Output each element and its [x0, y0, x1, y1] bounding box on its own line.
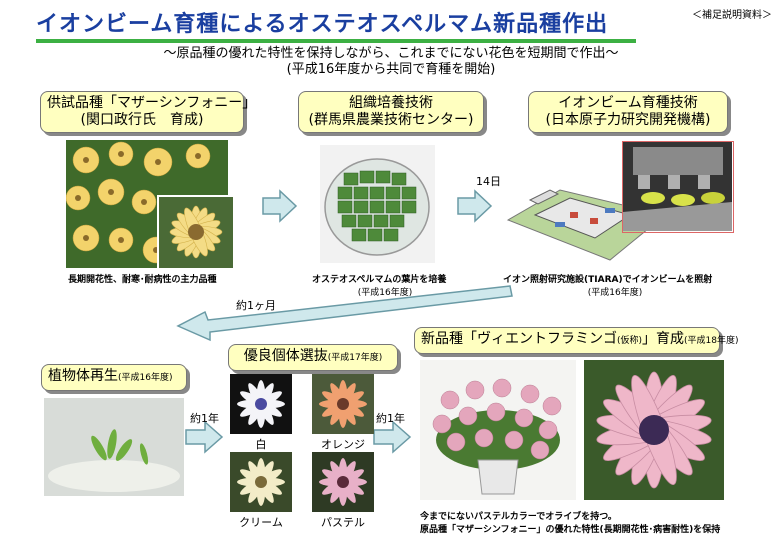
- orange-flower-photo: [312, 374, 374, 434]
- new-variety-caption-2: 原品種「マザーシンフォニー」の優れた特性(長期開花性･病害耐性)を保持: [420, 525, 721, 535]
- days-label: 14日: [476, 175, 501, 188]
- arrow-trial-to-culture: [457, 189, 493, 223]
- white-flower-photo: [230, 374, 292, 434]
- ion-beam-box: イオンビーム育種技術 (日本原子力研究開発機構): [528, 91, 728, 133]
- cream-label: クリーム: [239, 516, 283, 529]
- orange-label: オレンジ: [321, 438, 365, 451]
- trial-variety-closeup-photo: [157, 195, 235, 270]
- regeneration-photo: [44, 398, 184, 496]
- arrow-month: [176, 285, 513, 342]
- subtitle-line-1: ～原品種の優れた特性を保持しながら、これまでにない花色を短期間で作出～: [163, 46, 619, 61]
- arrow-year-2: [373, 420, 412, 454]
- trial-variety-line2: (関口政行氏 育成): [80, 112, 204, 128]
- ion-beam-year: (平成16年度): [587, 288, 643, 298]
- tissue-culture-line2: (群馬県農業技術センター): [308, 112, 474, 128]
- arrow-year-1: [185, 420, 224, 454]
- new-variety-label-end: 」育成: [642, 331, 685, 347]
- ion-beam-line1: イオンビーム育種技術: [558, 95, 698, 111]
- tissue-culture-line1: 組織培養技術: [349, 95, 433, 111]
- year-label-2: 約1年: [376, 412, 405, 425]
- regeneration-year: (平成16年度): [118, 373, 173, 383]
- regeneration-box: 植物体再生(平成16年度): [41, 364, 187, 391]
- trial-variety-box: 供試品種「マザーシンフォニー」 (関口政行氏 育成): [40, 91, 257, 133]
- trial-variety-caption: 長期開花性、耐寒･耐病性の主力品種: [68, 275, 217, 285]
- selection-label: 優良個体選抜: [243, 348, 328, 364]
- subtitle: ～原品種の優れた特性を保持しながら、これまでにない花色を短期間で作出～ (平成1…: [0, 46, 782, 78]
- supplementary-note: ＜補足説明資料＞: [692, 10, 772, 21]
- page-title: イオンビーム育種によるオステオスペルマム新品種作出: [36, 12, 609, 37]
- irradiation-equipment-photo: [622, 141, 734, 233]
- tissue-culture-year: (平成16年度): [357, 288, 413, 298]
- new-variety-pot-photo: [420, 360, 576, 500]
- new-variety-tentative: (仮称): [617, 336, 643, 346]
- pastel-flower-photo: [312, 452, 374, 512]
- year-label-1: 約1年: [190, 412, 219, 425]
- trial-variety-line1: 供試品種「マザーシンフォニー」: [47, 95, 257, 111]
- ion-beam-line2: (日本原子力研究開発機構): [545, 112, 711, 128]
- title-underline: [36, 39, 636, 43]
- regeneration-label: 植物体再生: [48, 368, 118, 384]
- pastel-label: パステル: [321, 516, 365, 529]
- arrow-culture-to-ion: [262, 189, 298, 223]
- cream-flower-photo: [230, 452, 292, 512]
- tissue-culture-photo: [320, 145, 435, 263]
- white-label: 白: [255, 438, 267, 451]
- selection-box: 優良個体選抜(平成17年度): [228, 344, 398, 371]
- month-label: 約1ヶ月: [236, 299, 276, 312]
- ion-beam-caption: イオン照射研究施設(TIARA)でイオンビームを照射: [503, 275, 713, 285]
- new-variety-closeup-photo: [584, 360, 724, 500]
- selection-year: (平成17年度): [327, 353, 383, 363]
- subtitle-line-2: (平成16年度から共同で育種を開始): [286, 62, 496, 77]
- new-variety-box: 新品種「ヴィエントフラミンゴ(仮称)」育成(平成18年度): [414, 327, 739, 354]
- new-variety-caption-1: 今までにないパステルカラーでオライブを持つ。: [420, 512, 617, 522]
- new-variety-year: (平成18年度): [684, 336, 739, 346]
- new-variety-label: 新品種「ヴィエントフラミンゴ: [421, 331, 617, 347]
- tissue-culture-caption: オステオスペルマムの葉片を培養: [312, 275, 447, 285]
- tissue-culture-box: 組織培養技術 (群馬県農業技術センター): [298, 91, 484, 133]
